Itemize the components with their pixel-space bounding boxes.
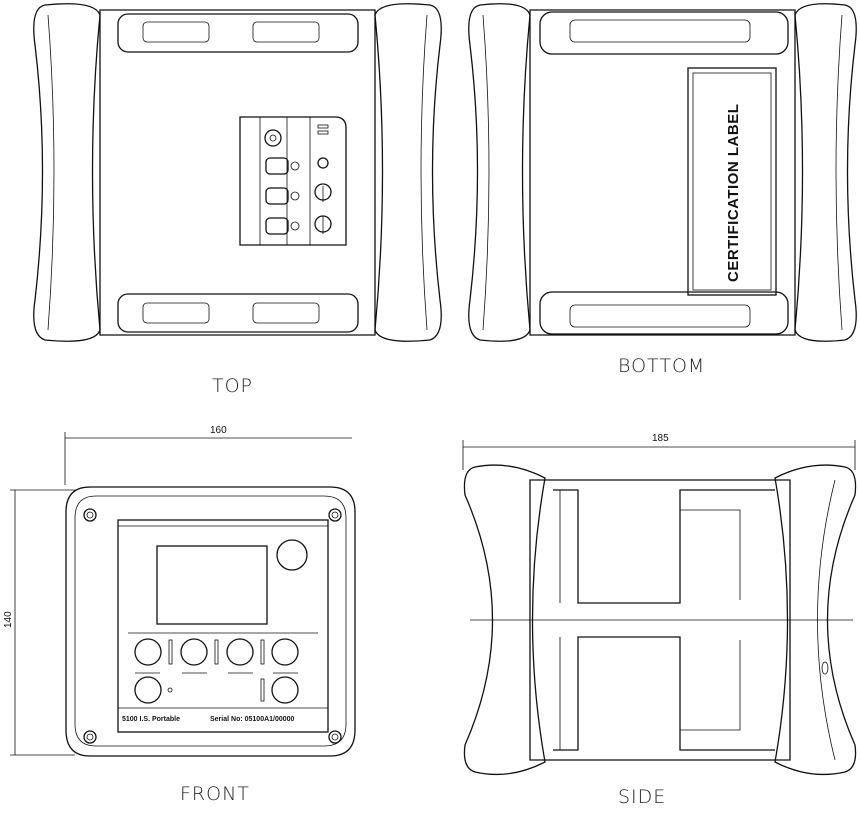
bottom-view: CERTIFICATION LABEL BOTTOM bbox=[468, 3, 857, 377]
bottom-view-label: BOTTOM bbox=[618, 355, 705, 377]
serial-number-text: Serial No: 05100A1/00000 bbox=[210, 716, 295, 723]
side-view-label: SIDE bbox=[618, 786, 666, 808]
keypad bbox=[134, 638, 299, 704]
pressure-port-icon bbox=[317, 157, 329, 169]
display-screen bbox=[156, 545, 268, 625]
certification-label-area bbox=[687, 67, 777, 296]
top-view-label: TOP bbox=[212, 375, 253, 397]
connector-icon bbox=[264, 129, 282, 147]
connector-panel bbox=[239, 116, 347, 246]
svg-text:185: 185 bbox=[652, 433, 669, 444]
height-dimension: 140 bbox=[3, 489, 75, 756]
front-view-label: FRONT bbox=[180, 783, 250, 805]
port-connectors bbox=[265, 157, 300, 235]
top-view: TOP bbox=[33, 3, 442, 397]
model-text: 5100 I.S. Portable bbox=[122, 716, 180, 723]
corner-screws bbox=[83, 508, 342, 744]
width-dimension: 160 bbox=[64, 425, 352, 485]
svg-text:140: 140 bbox=[3, 611, 14, 628]
side-width-dimension: 185 bbox=[462, 433, 856, 470]
front-view: 160 140 bbox=[3, 425, 356, 805]
side-view: 185 SIDE bbox=[462, 433, 857, 808]
svg-text:160: 160 bbox=[210, 425, 227, 436]
certification-label-text: CERTIFICATION LABEL bbox=[725, 104, 742, 282]
power-button bbox=[276, 539, 308, 571]
